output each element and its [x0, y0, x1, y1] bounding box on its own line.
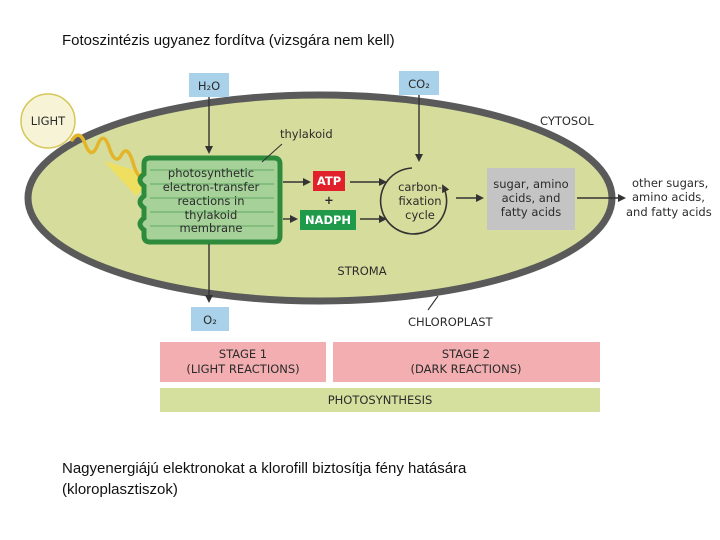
thylakoid-pointer: [261, 143, 283, 163]
stage2-line-2: (DARK REACTIONS): [410, 362, 521, 376]
o2-box: [191, 307, 229, 331]
slide-title: Fotoszintézis ugyanez fordítva (vizsgára…: [62, 32, 395, 49]
light-source: LIGHT: [20, 93, 76, 149]
cycle-line-1: carbon-: [398, 180, 442, 194]
electron-transfer-line-2: electron-transfer: [163, 180, 260, 194]
atp-box: [313, 171, 345, 191]
chloroplast-label: CHLOROPLAST: [408, 315, 494, 329]
caption-line-2: (kloroplasztiszok): [62, 481, 178, 498]
carbon-fixation-cycle-ring: [379, 167, 450, 235]
nadph-box: [300, 210, 356, 230]
co2-box: [399, 71, 439, 95]
thylakoid-label: thylakoid: [280, 127, 333, 141]
cycle-line-2: fixation: [398, 194, 441, 208]
co2-label: CO₂: [408, 77, 430, 91]
other-line-1: other sugars,: [632, 176, 708, 190]
stroma-label: STROMA: [337, 264, 386, 278]
chloroplast-pointer: [427, 295, 439, 311]
stage2-box: [333, 342, 600, 382]
h2o-box: [189, 73, 229, 97]
slide-caption: Nagyenergiájú elektronokat a klorofill b…: [62, 458, 466, 500]
stage1-line-2: (LIGHT REACTIONS): [186, 362, 299, 376]
electron-transfer-line-4: thylakoid: [185, 208, 238, 222]
light-wave: [70, 133, 148, 184]
stage1-box: [160, 342, 326, 382]
cycle-line-3: cycle: [405, 208, 435, 222]
stage2-line-1: STAGE 2: [442, 347, 490, 361]
other-line-2: amino acids,: [632, 190, 705, 204]
o2-label: O₂: [203, 313, 217, 327]
electron-transfer-line-3: reactions in: [177, 194, 244, 208]
electron-transfer-line-1: photosynthetic: [168, 166, 254, 180]
photosynthesis-label: PHOTOSYNTHESIS: [328, 393, 433, 407]
sugar-box: [487, 168, 575, 230]
light-label: LIGHT: [31, 114, 66, 128]
nadph-label: NADPH: [305, 213, 351, 227]
h2o-label: H₂O: [198, 79, 220, 93]
sugar-line-1: sugar, amino: [493, 177, 568, 191]
atp-label: ATP: [317, 174, 341, 188]
sugar-line-2: acids, and: [502, 191, 561, 205]
plus-label: +: [324, 193, 334, 207]
electron-transfer-line-5: membrane: [180, 221, 243, 235]
sugar-line-3: fatty acids: [501, 205, 561, 219]
other-line-3: and fatty acids: [626, 205, 712, 219]
caption-line-1: Nagyenergiájú elektronokat a klorofill b…: [62, 460, 467, 477]
cytosol-label: CYTOSOL: [540, 114, 594, 128]
photosynthesis-bar: [160, 388, 600, 412]
stage1-line-1: STAGE 1: [219, 347, 267, 361]
thylakoid-stack: photosynthetic electron-transfer reactio…: [137, 155, 283, 245]
